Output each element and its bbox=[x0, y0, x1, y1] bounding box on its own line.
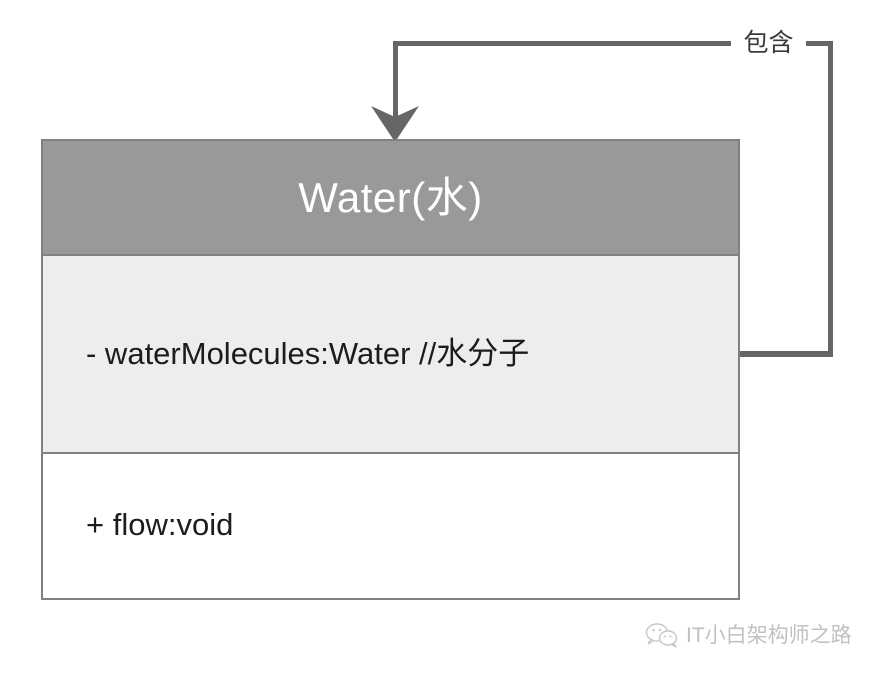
association-line-down bbox=[393, 41, 398, 122]
uml-class-header: Water(水) bbox=[43, 141, 738, 256]
uml-method-row: + flow:void bbox=[86, 506, 234, 542]
watermark: IT小白架构师之路 bbox=[645, 622, 852, 648]
association-label: 包含 bbox=[731, 25, 806, 61]
uml-class-name: Water(水) bbox=[298, 173, 483, 221]
association-line-right bbox=[828, 41, 833, 353]
uml-attributes-compartment: - waterMolecules:Water //水分子 bbox=[43, 256, 738, 454]
uml-methods-compartment: + flow:void bbox=[43, 454, 738, 596]
association-line-top-left bbox=[393, 41, 731, 46]
association-line-entry bbox=[738, 351, 833, 357]
wechat-icon bbox=[645, 623, 678, 648]
uml-attribute-row: - waterMolecules:Water //水分子 bbox=[86, 335, 530, 371]
association-line-top-right bbox=[806, 41, 833, 46]
watermark-text: IT小白架构师之路 bbox=[686, 623, 852, 647]
association-arrowhead-icon bbox=[371, 106, 419, 142]
uml-class-box[interactable]: Water(水) - waterMolecules:Water //水分子 + … bbox=[41, 139, 740, 600]
